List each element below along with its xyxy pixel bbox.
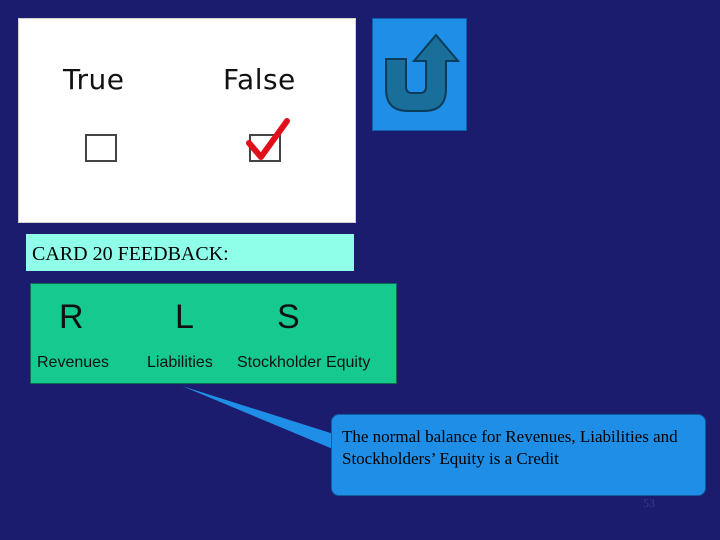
return-button[interactable] <box>372 18 467 131</box>
callout-text: The normal balance for Revenues, Liabili… <box>342 427 678 468</box>
true-checkbox[interactable] <box>85 134 117 162</box>
checkmark-icon <box>246 118 290 160</box>
feedback-header-text: CARD 20 FEEDBACK: <box>32 243 229 265</box>
rls-panel: R L S Revenues Liabilities Stockholder E… <box>30 283 397 384</box>
feedback-header: CARD 20 FEEDBACK: <box>26 234 354 271</box>
letter-s: S <box>277 298 300 336</box>
word-liabilities: Liabilities <box>147 354 213 371</box>
false-label: False <box>223 63 296 96</box>
true-label: True <box>63 63 125 96</box>
letter-r: R <box>59 298 84 336</box>
word-revenues: Revenues <box>37 354 110 371</box>
letter-l: L <box>175 298 194 336</box>
callout-box: The normal balance for Revenues, Liabili… <box>331 414 706 496</box>
word-stockholder-equity: Stockholder Equity <box>237 354 371 371</box>
u-turn-arrow-icon <box>385 33 461 112</box>
true-false-panel: True False <box>18 18 356 223</box>
page-number: 53 <box>643 496 655 510</box>
